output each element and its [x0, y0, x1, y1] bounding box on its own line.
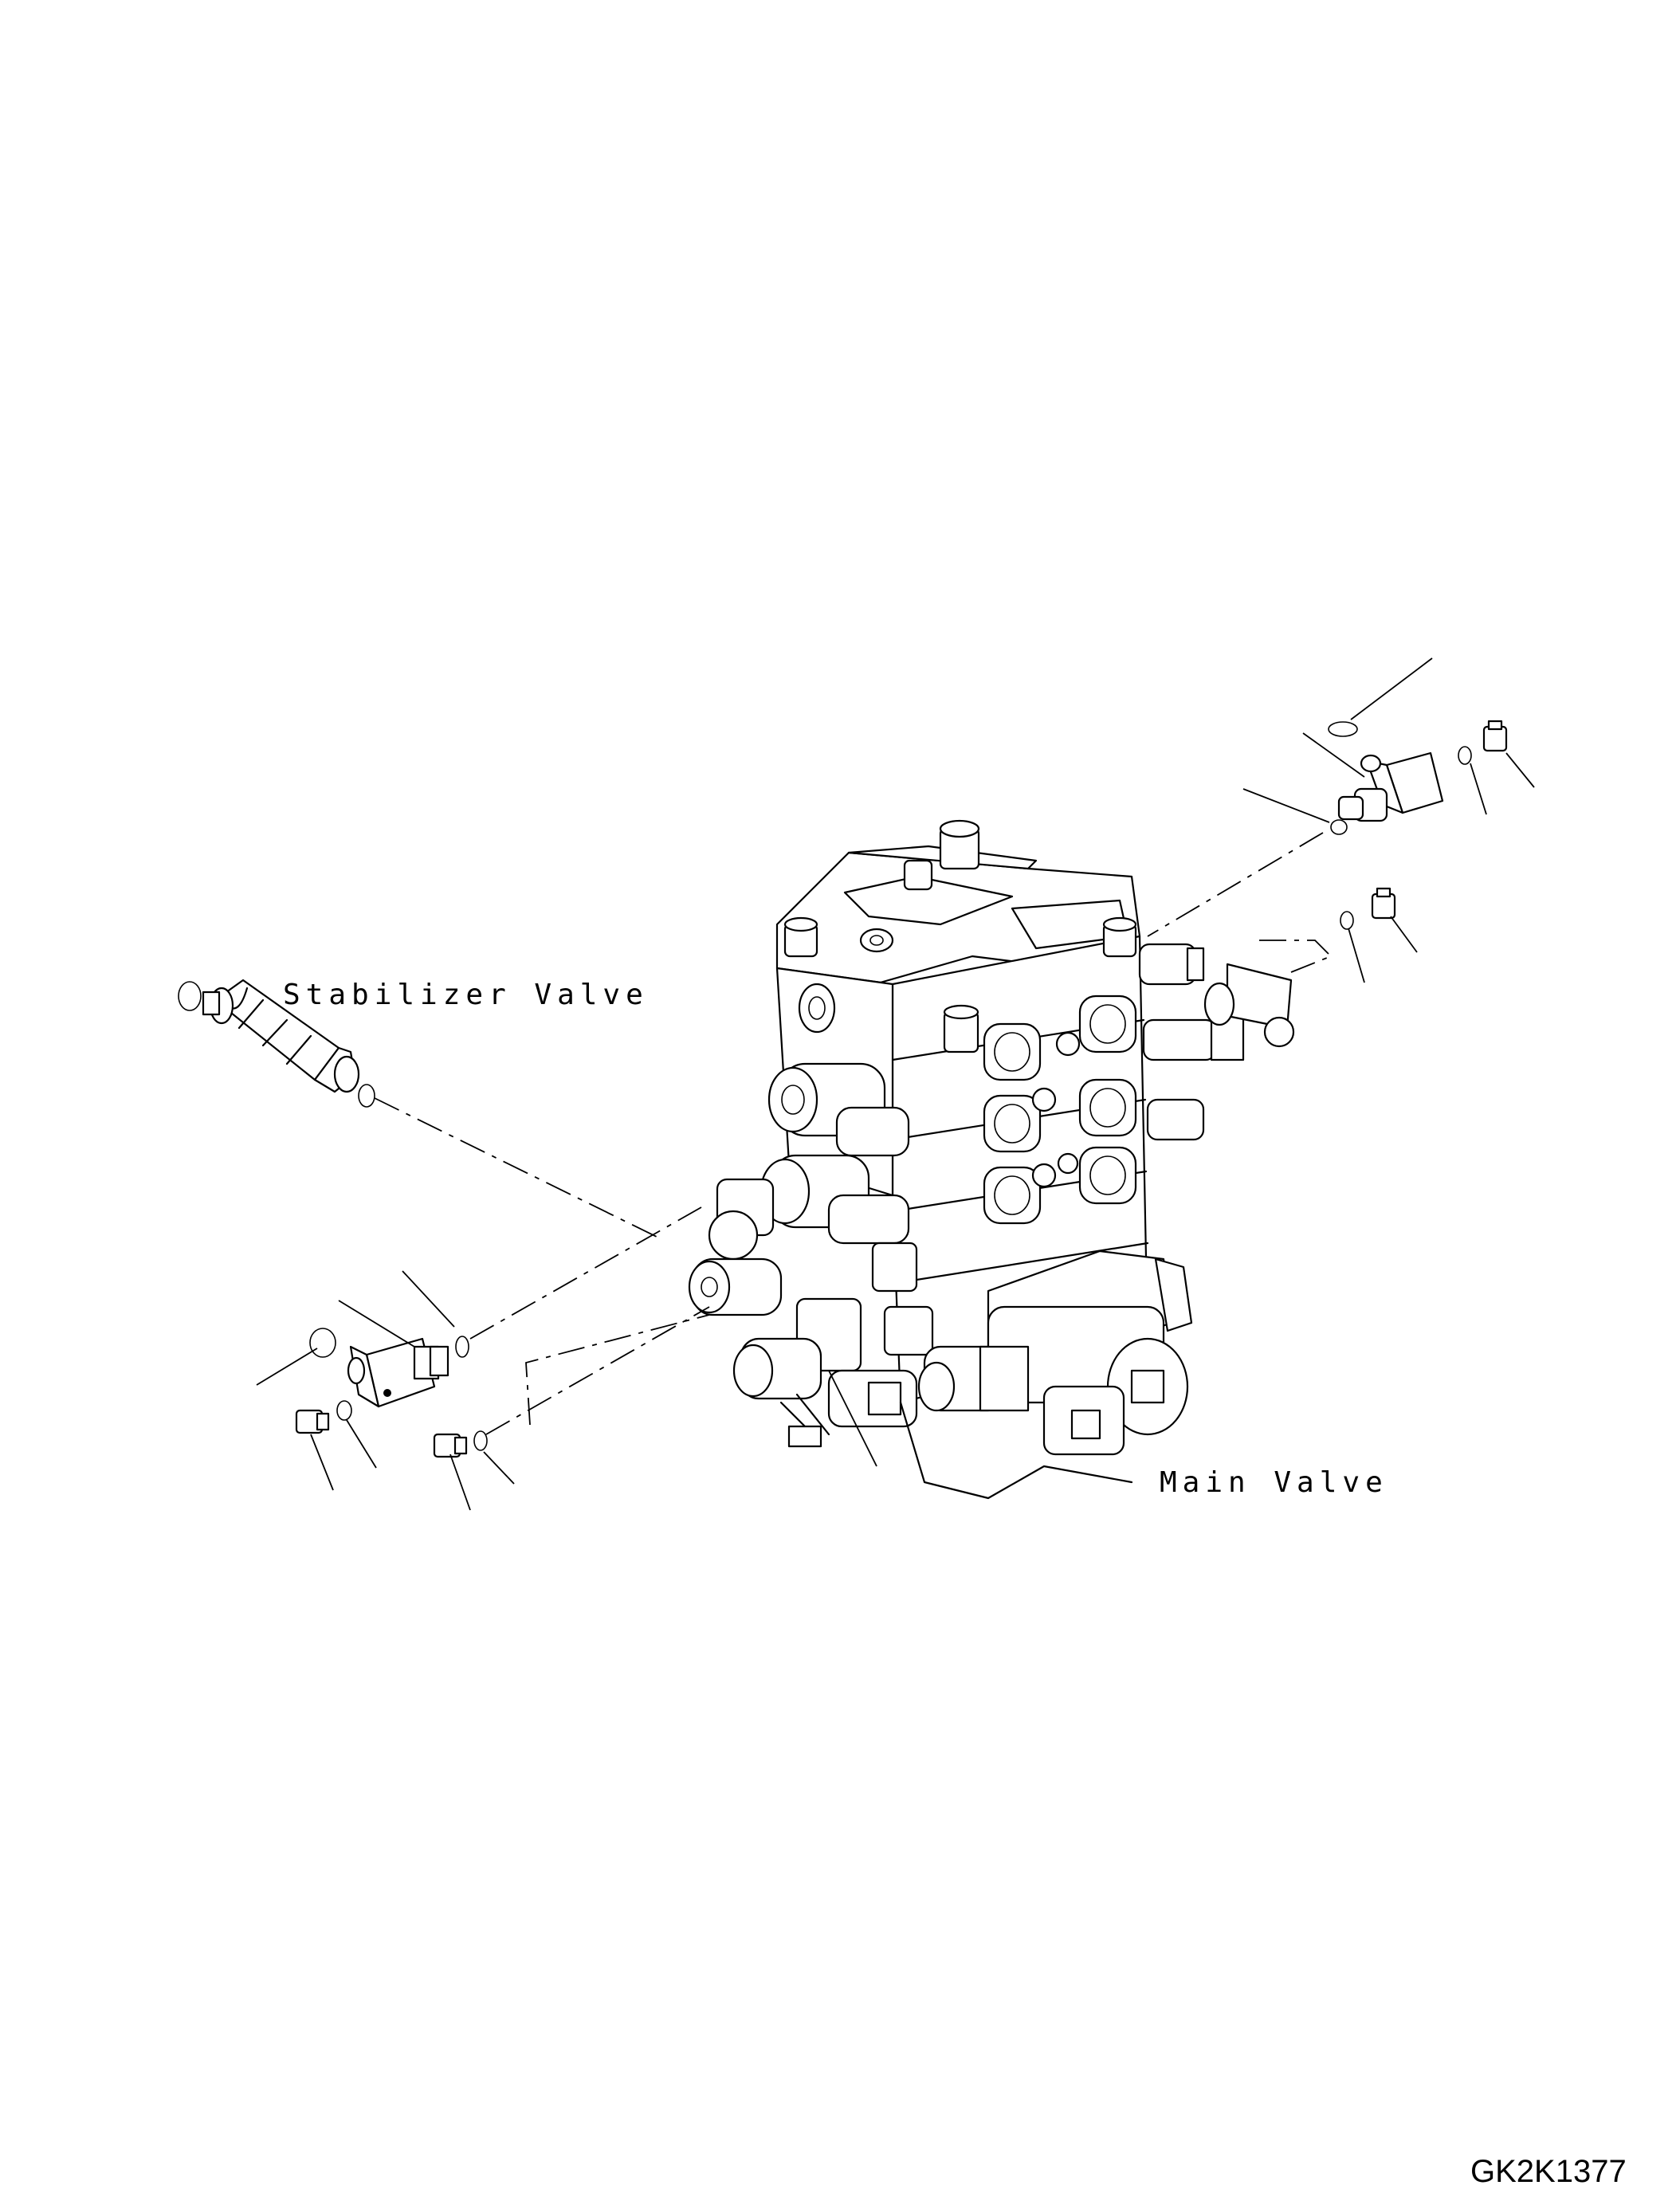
- right-fittings: [1138, 943, 1295, 1141]
- o-ring: [1330, 819, 1348, 835]
- main-valve-assembly: [688, 819, 1295, 1500]
- solenoid-elbow-right: [1337, 751, 1444, 822]
- o-ring: [336, 1400, 352, 1421]
- assembly-lines: [374, 832, 1333, 1435]
- port-faces: [983, 995, 1137, 1225]
- lower-right-block: [899, 1250, 1193, 1500]
- main-valve-label: Main Valve: [1160, 1466, 1388, 1499]
- drawing-code: GK2K1377: [1470, 2154, 1627, 2189]
- plug-bolt: [433, 1433, 468, 1458]
- o-ring: [178, 981, 202, 1011]
- leader-lines: [256, 657, 1535, 1511]
- o-ring: [1328, 721, 1358, 737]
- stabilizer-valve-label: Stabilizer Valve: [283, 979, 649, 1011]
- stabilizer-valve: [202, 979, 360, 1093]
- o-ring: [1340, 911, 1354, 930]
- plug-bolt: [295, 1409, 330, 1434]
- o-ring: [1458, 746, 1472, 765]
- left-solenoids: [688, 1062, 934, 1448]
- plug-bolt: [1371, 887, 1396, 920]
- solenoid-elbow-left: [347, 1337, 449, 1408]
- o-ring: [455, 1336, 469, 1358]
- o-ring: [473, 1430, 488, 1451]
- top-bolts: [783, 819, 1137, 1053]
- plug-bolt: [1482, 720, 1508, 752]
- o-ring: [309, 1328, 336, 1358]
- o-ring: [358, 1084, 375, 1108]
